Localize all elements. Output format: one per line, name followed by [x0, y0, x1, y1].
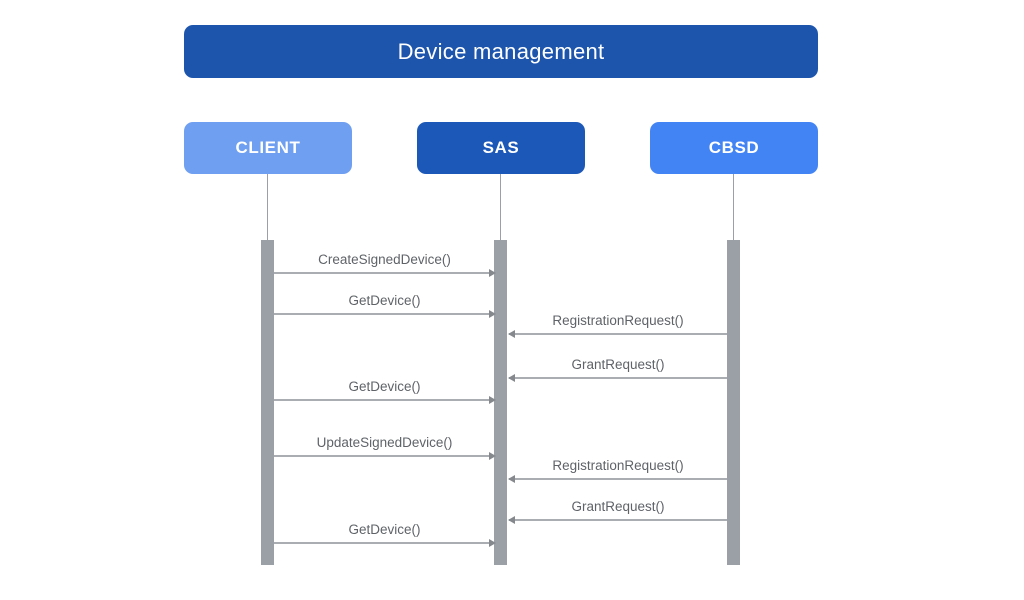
diagram-title: Device management	[184, 25, 818, 78]
arrowhead-left-icon	[508, 374, 515, 382]
message-label: CreateSignedDevice()	[318, 252, 451, 267]
message-label: GetDevice()	[348, 522, 421, 537]
activation-bar-client	[261, 240, 274, 565]
arrowhead-left-icon	[508, 475, 515, 483]
message-label: RegistrationRequest()	[552, 313, 684, 328]
lifeline-cbsd	[733, 174, 734, 240]
lifeline-client	[267, 174, 268, 240]
actor-sas-label: SAS	[482, 138, 520, 157]
arrowhead-right-icon	[489, 310, 496, 318]
arrow-line	[509, 519, 727, 521]
message-label: GrantRequest()	[571, 357, 665, 372]
arrowhead-right-icon	[489, 396, 496, 404]
actor-cbsd-label: CBSD	[708, 138, 760, 157]
arrow-line	[274, 455, 495, 457]
message-label: GetDevice()	[348, 293, 421, 308]
arrow-line	[509, 377, 727, 379]
message-label: UpdateSignedDevice()	[316, 435, 453, 450]
message-label: GrantRequest()	[571, 499, 665, 514]
diagram-title-label: Device management	[397, 38, 605, 64]
actor-client: CLIENT	[184, 122, 352, 174]
actor-cbsd: CBSD	[650, 122, 818, 174]
arrowhead-right-icon	[489, 539, 496, 547]
arrow-line	[274, 542, 495, 544]
arrow-line	[274, 399, 495, 401]
arrowhead-right-icon	[489, 269, 496, 277]
actor-client-label: CLIENT	[235, 138, 301, 157]
activation-bar-sas	[494, 240, 507, 565]
arrow-line	[509, 333, 727, 335]
activation-bar-cbsd	[727, 240, 740, 565]
arrowhead-left-icon	[508, 516, 515, 524]
message-label: GetDevice()	[348, 379, 421, 394]
lifeline-sas	[500, 174, 501, 240]
actor-sas: SAS	[417, 122, 585, 174]
arrowhead-right-icon	[489, 452, 496, 460]
arrowhead-left-icon	[508, 330, 515, 338]
arrow-line	[274, 272, 495, 274]
arrow-line	[509, 478, 727, 480]
message-label: RegistrationRequest()	[552, 458, 684, 473]
arrow-line	[274, 313, 495, 315]
